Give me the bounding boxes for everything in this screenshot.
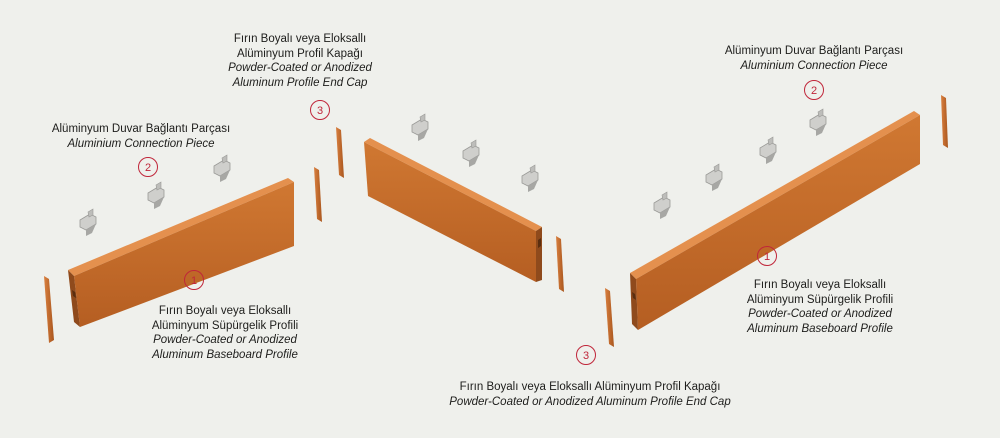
left-connection-number-badge: 2 xyxy=(138,157,158,177)
right-connection-label-en: Aluminium Connection Piece xyxy=(740,59,888,72)
center-clip-3 xyxy=(521,164,539,193)
center-end-cap-top xyxy=(336,127,344,178)
right-clip-1 xyxy=(653,191,671,220)
top-endcap-label-tr1: Fırın Boyalı veya Eloksallı xyxy=(233,33,367,45)
left-clip-2 xyxy=(147,181,165,210)
left-profile-label-tr2: Alüminyum Süpürgelik Profili xyxy=(151,319,299,332)
right-baseboard-profile xyxy=(630,111,920,330)
right-profile-label-en1: Powder-Coated or Anodized xyxy=(748,308,892,320)
left-profile-label-en2: Aluminum Baseboard Profile xyxy=(152,348,298,361)
bottom-endcap-number-badge: 3 xyxy=(576,345,596,365)
right-clip-3 xyxy=(759,136,777,165)
left-baseboard-profile xyxy=(68,178,294,327)
right-profile-label: Fırın Boyalı veya Eloksallı Alüminyum Sü… xyxy=(730,278,910,336)
left-assembly xyxy=(44,154,294,343)
top-endcap-label-en1: Powder-Coated or Anodized xyxy=(228,62,372,74)
center-clip-2 xyxy=(462,139,480,168)
left-profile-number-badge: 1 xyxy=(184,270,204,290)
left-end-cap xyxy=(44,276,54,343)
top-endcap-label: Fırın Boyalı veya Eloksallı Alüminyum Pr… xyxy=(200,32,400,90)
right-end-cap-top xyxy=(941,95,948,148)
right-profile-label-tr2: Alüminyum Süpürgelik Profili xyxy=(746,293,894,306)
top-endcap-label-en2: Aluminum Profile End Cap xyxy=(232,76,368,89)
right-assembly xyxy=(605,95,948,347)
top-endcap-label-tr2: Alüminyum Profil Kapağı xyxy=(237,47,363,60)
left-connection-label-tr: Alüminyum Duvar Bağlantı Parçası xyxy=(51,123,231,135)
left-connection-label-en: Aluminium Connection Piece xyxy=(67,137,215,150)
left-profile-label: Fırın Boyalı veya Eloksallı Alüminyum Sü… xyxy=(135,304,315,362)
center-end-cap-left xyxy=(314,167,322,222)
left-clip-3 xyxy=(213,154,231,183)
right-clip-4 xyxy=(809,108,827,137)
right-connection-label-tr: Alüminyum Duvar Bağlantı Parçası xyxy=(724,45,904,57)
center-clip-1 xyxy=(411,113,429,142)
right-profile-label-tr1: Fırın Boyalı veya Eloksallı xyxy=(753,279,887,291)
left-connection-label: Alüminyum Duvar Bağlantı Parçası Alumini… xyxy=(36,122,246,151)
left-profile-label-en1: Powder-Coated or Anodized xyxy=(153,334,297,346)
left-clip-1 xyxy=(79,208,97,237)
right-connection-label: Alüminyum Duvar Bağlantı Parçası Alumini… xyxy=(709,44,919,73)
bottom-endcap-label-en: Powder-Coated or Anodized Aluminum Profi… xyxy=(449,395,731,408)
right-connection-number-badge: 2 xyxy=(804,80,824,100)
bottom-endcap-label-tr: Fırın Boyalı veya Eloksallı Alüminyum Pr… xyxy=(459,381,721,393)
right-profile-number-badge: 1 xyxy=(757,246,777,266)
right-profile-label-en2: Aluminum Baseboard Profile xyxy=(747,322,893,335)
center-assembly xyxy=(314,113,564,292)
top-endcap-number-badge: 3 xyxy=(310,100,330,120)
bottom-endcap-label: Fırın Boyalı veya Eloksallı Alüminyum Pr… xyxy=(420,380,760,409)
right-clip-2 xyxy=(705,163,723,192)
center-end-cap-right xyxy=(556,236,564,292)
center-baseboard-profile xyxy=(364,138,542,282)
left-profile-label-tr1: Fırın Boyalı veya Eloksallı xyxy=(158,305,292,317)
right-end-cap-bottom xyxy=(605,288,614,347)
